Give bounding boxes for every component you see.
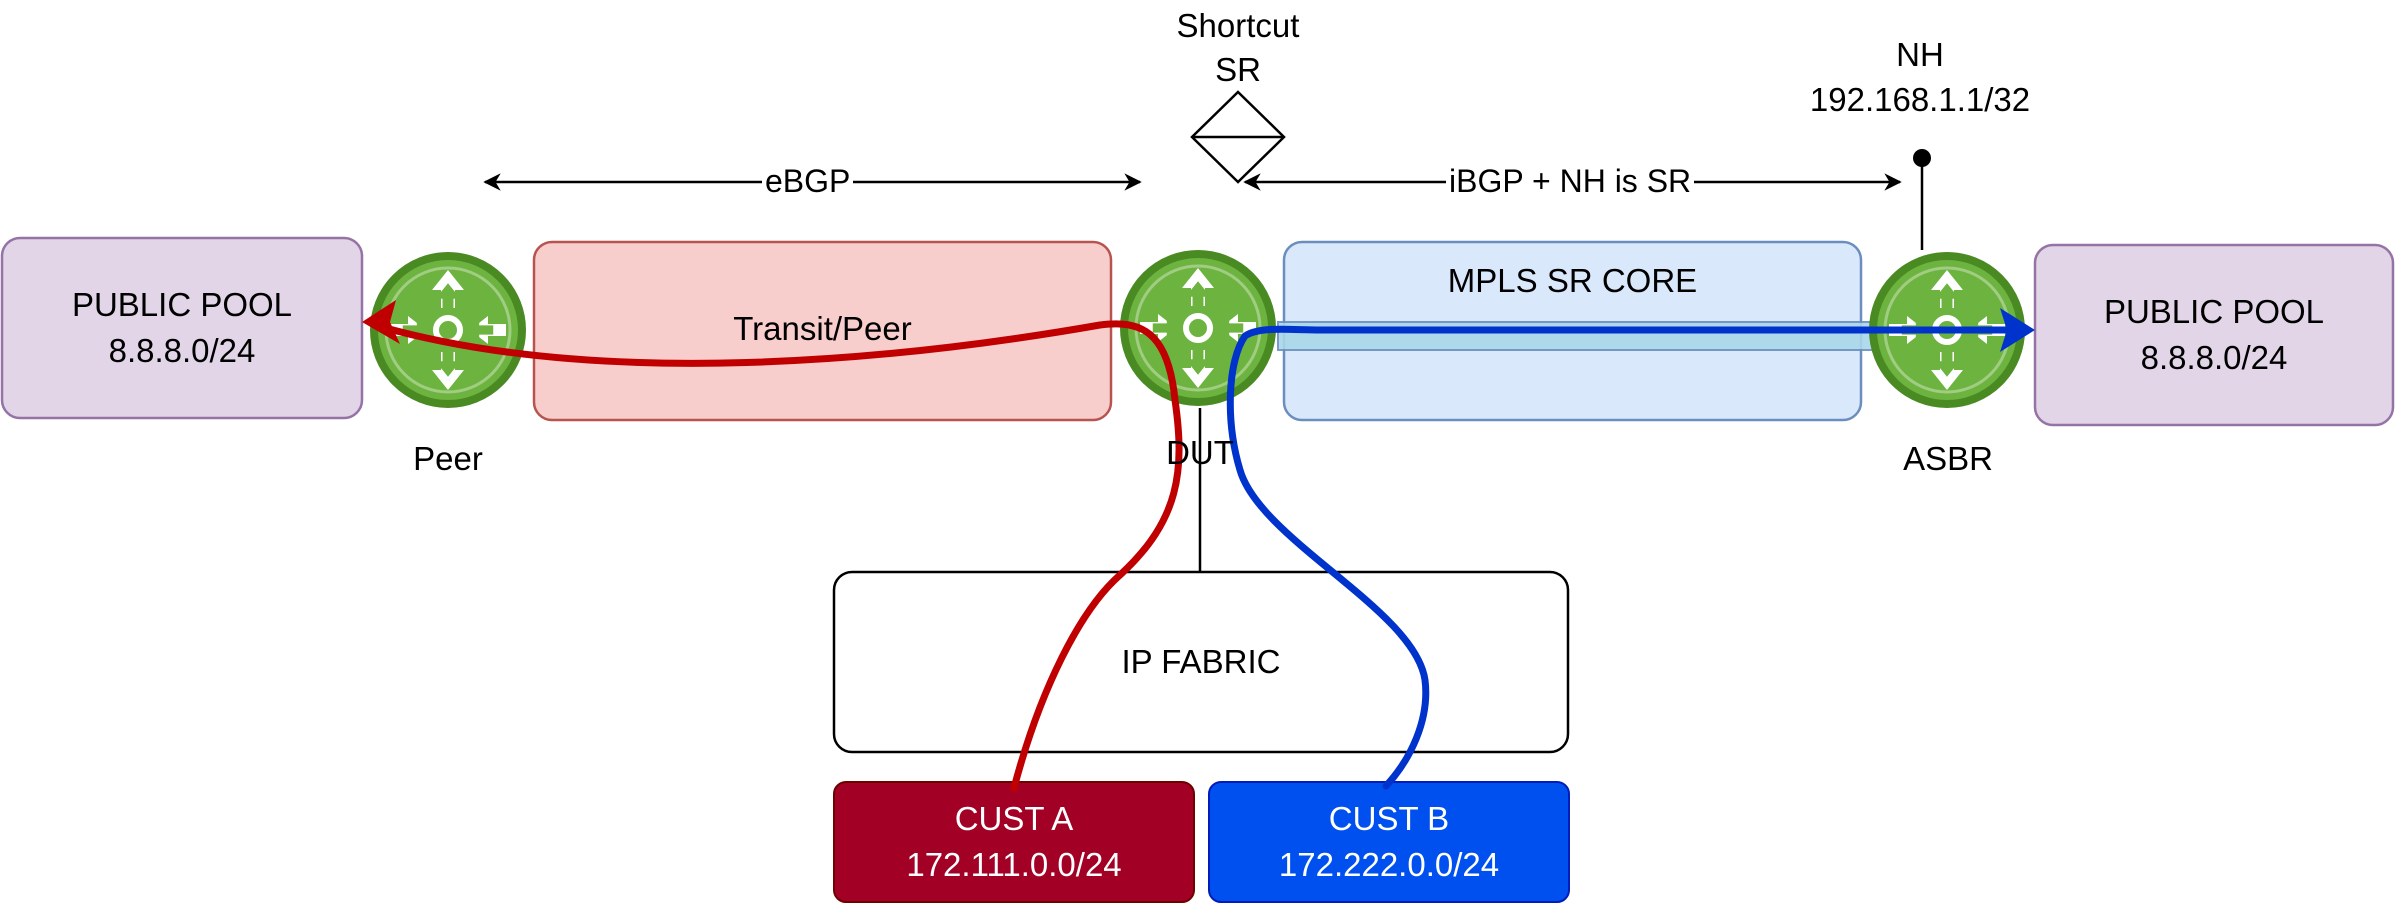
nh-line1: NH (1896, 36, 1944, 73)
nh-label: NH 192.168.1.1/32 (1770, 32, 2070, 122)
fabric-text: IP FABRIC (834, 572, 1568, 752)
right-pool-text: PUBLIC POOL 8.8.8.0/24 (2035, 245, 2393, 425)
transit-box (532, 240, 1113, 422)
transit-text: Transit/Peer (534, 242, 1111, 420)
left-pool-prefix: 8.8.8.0/24 (108, 332, 256, 369)
cust-a-arrowhead (362, 300, 400, 344)
mpls-text: MPLS SR CORE (1284, 242, 1861, 420)
right-pool-prefix: 8.8.8.0/24 (2140, 339, 2288, 376)
left-pool-box (0, 236, 364, 420)
shortcut-label: Shortcut SR (1138, 4, 1338, 92)
shortcut-line1: Shortcut (1176, 7, 1300, 44)
cust-a-title: CUST A (954, 800, 1074, 837)
cust-a-prefix: 172.111.0.0/24 (906, 846, 1122, 883)
cust-a-text: CUST A 172.111.0.0/24 (834, 782, 1194, 902)
right-pool-title: PUBLIC POOL (2103, 293, 2325, 330)
ibgp-label: iBGP + NH is SR (1446, 161, 1695, 201)
peer-label: Peer (413, 440, 483, 477)
cust-b-path (1226, 325, 2014, 790)
cust-b-title: CUST B (1328, 800, 1450, 837)
shortcut-line2: SR (1215, 51, 1261, 88)
right-pool-box (2033, 243, 2395, 427)
ebgp-label: eBGP (762, 161, 854, 201)
cust-b-text: CUST B 172.222.0.0/24 (1209, 782, 1569, 902)
asbr-label: ASBR (1903, 440, 1993, 477)
cust-b-prefix: 172.222.0.0/24 (1278, 846, 1500, 883)
left-pool-title: PUBLIC POOL (71, 286, 293, 323)
transit-title: Transit/Peer (733, 310, 912, 347)
fabric-title: IP FABRIC (1121, 643, 1281, 680)
dut-label: DUT (1166, 434, 1234, 471)
cust-b-arrowhead (2000, 308, 2035, 352)
left-pool-text: PUBLIC POOL 8.8.8.0/24 (2, 238, 362, 418)
diamond-shortcut-icon (1190, 90, 1286, 184)
cust-a-path (371, 320, 1183, 792)
mpls-title: MPLS SR CORE (1447, 262, 1698, 299)
nh-pin-dot (1913, 149, 1931, 167)
nh-line2: 192.168.1.1/32 (1809, 81, 2031, 118)
